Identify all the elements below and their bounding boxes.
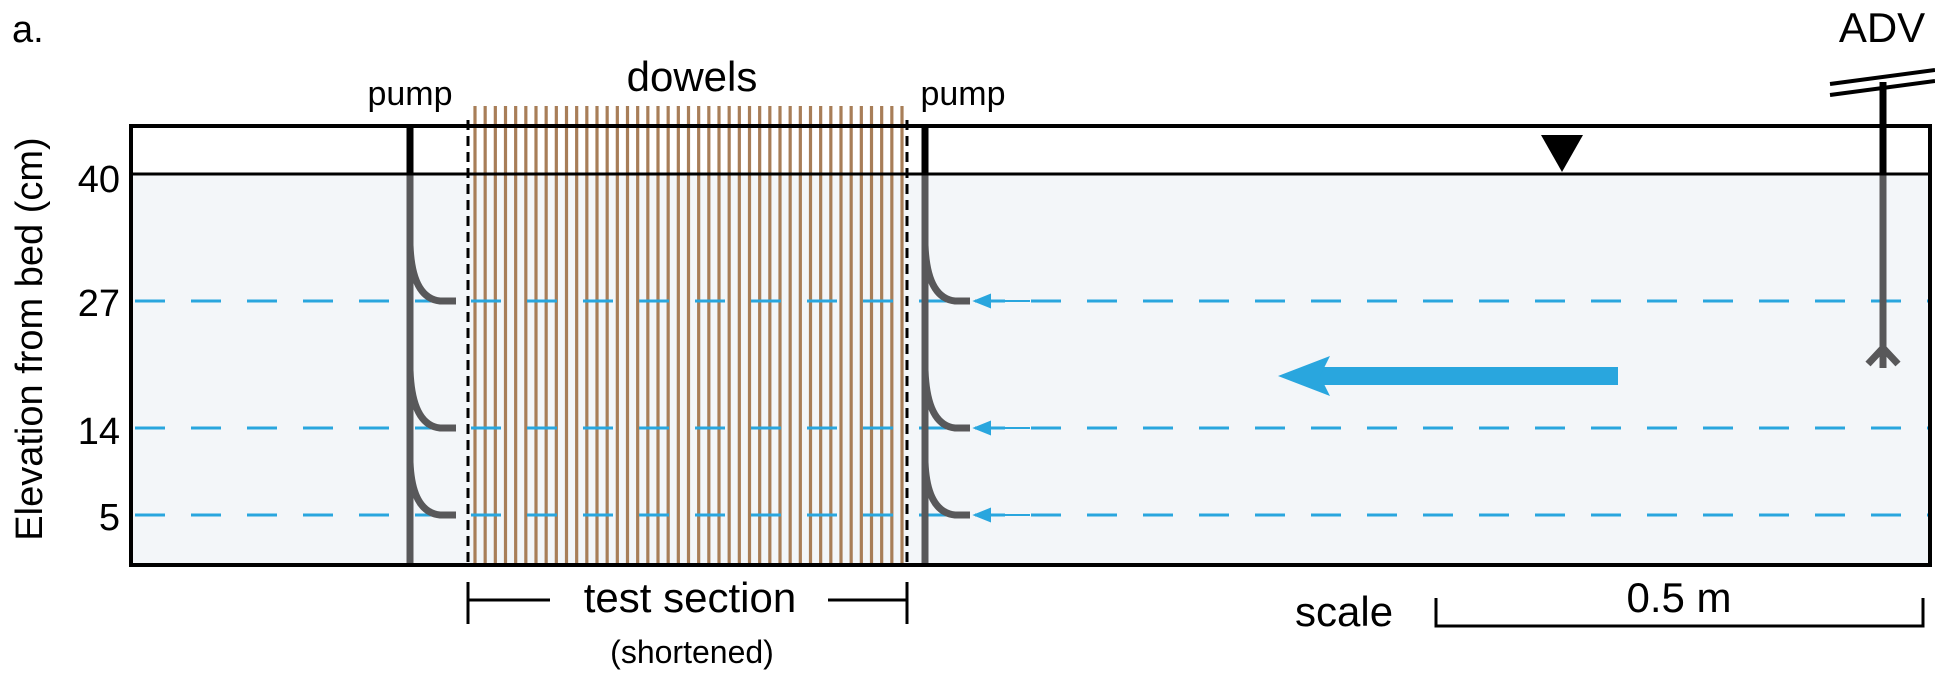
scale-length-label: 0.5 m [1626,574,1731,621]
adv-label: ADV [1839,4,1925,51]
y-axis-label: Elevation from bed (cm) [9,137,51,540]
flume-outline [129,124,1932,567]
test-section-label: test section [584,574,796,621]
pump-left-label: pump [367,75,452,113]
ytick-27: 27 [78,283,120,325]
pump-right [921,126,1030,565]
inverted-triangle-icon [1541,135,1583,172]
dowels-label: dowels [627,53,758,100]
panel-label: a. [12,9,44,51]
scale-bar [1434,598,1925,628]
water-region [131,174,1930,565]
scale-label: scale [1295,588,1393,635]
pump-right-label: pump [920,75,1005,113]
pump-left [406,126,456,565]
left-arrow-icon [1278,356,1618,396]
ytick-40: 40 [78,159,120,201]
test-section-bracket [466,582,909,624]
ytick-5: 5 [99,497,120,539]
ytick-14: 14 [78,411,120,453]
shortened-label: (shortened) [610,634,774,670]
dowel-array [473,106,904,565]
